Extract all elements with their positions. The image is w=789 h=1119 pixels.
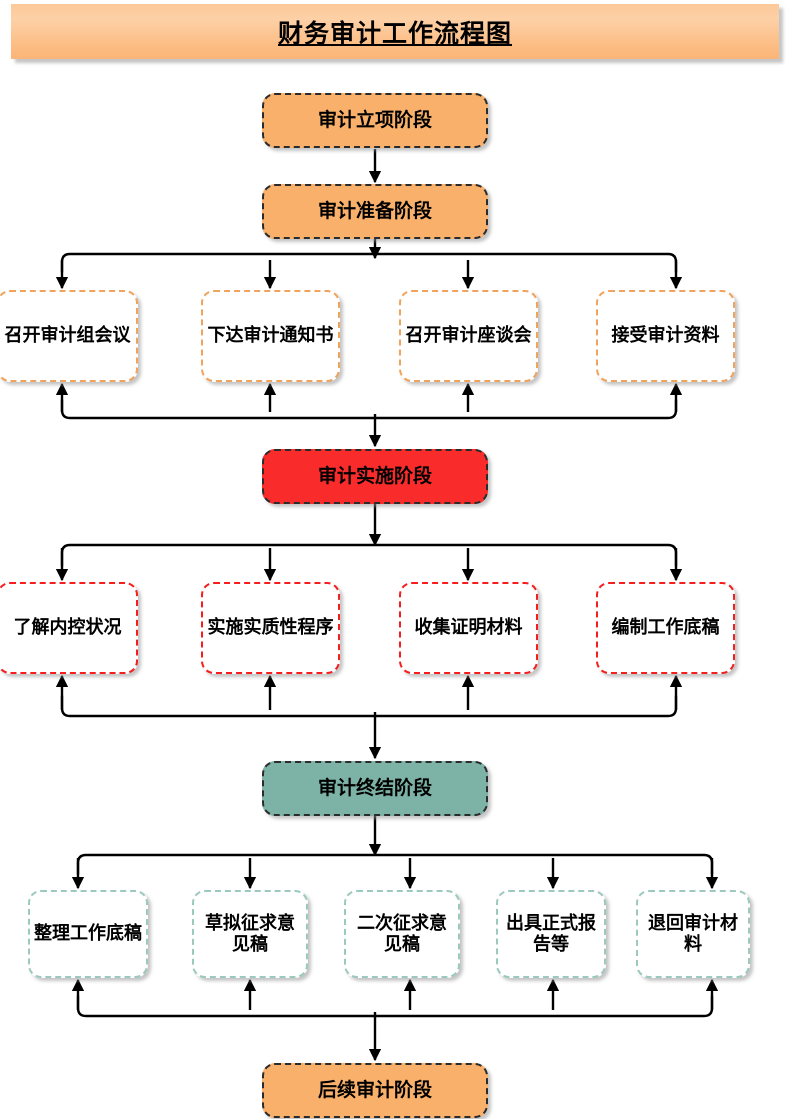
task-label: 整理工作底稿 xyxy=(34,923,142,945)
task-box-prepare-working-papers[interactable]: 编制工作底稿 xyxy=(596,582,735,674)
task-box-perform-substantive-procedures[interactable]: 实施实质性程序 xyxy=(201,582,340,674)
stage-label: 审计立项阶段 xyxy=(317,109,432,132)
page-title: 财务审计工作流程图 xyxy=(277,18,512,48)
task-box-draft-opinion-request[interactable]: 草拟征求意见稿 xyxy=(192,890,308,978)
task-label: 退回审计材料 xyxy=(648,912,738,955)
task-box-organize-working-papers[interactable]: 整理工作底稿 xyxy=(28,890,148,978)
stage-box-audit-conclusion[interactable]: 审计终结阶段 xyxy=(262,761,488,816)
task-box-hold-audit-symposium[interactable]: 召开审计座谈会 xyxy=(399,290,538,382)
stage-box-audit-preparation[interactable]: 审计准备阶段 xyxy=(262,184,488,239)
task-box-receive-audit-materials[interactable]: 接受审计资料 xyxy=(596,290,735,382)
task-label: 二次征求意见稿 xyxy=(357,912,447,955)
stage-label: 审计实施阶段 xyxy=(317,465,432,488)
stage-box-audit-execution[interactable]: 审计实施阶段 xyxy=(262,449,488,504)
stage-box-followup-audit[interactable]: 后续审计阶段 xyxy=(262,1063,488,1118)
stage-label: 审计准备阶段 xyxy=(317,200,432,223)
task-box-issue-formal-report[interactable]: 出具正式报告等 xyxy=(496,890,606,978)
task-label: 接受审计资料 xyxy=(611,325,720,347)
task-box-return-audit-materials[interactable]: 退回审计材料 xyxy=(636,890,750,978)
task-box-collect-evidence[interactable]: 收集证明材料 xyxy=(399,582,538,674)
chart-title-banner: 财务审计工作流程图 xyxy=(11,4,779,59)
task-label: 了解内控状况 xyxy=(13,617,122,639)
task-box-second-opinion-request[interactable]: 二次征求意见稿 xyxy=(344,890,460,978)
task-label: 收集证明材料 xyxy=(414,617,523,639)
stage-label: 审计终结阶段 xyxy=(317,777,432,800)
task-box-issue-audit-notice[interactable]: 下达审计通知书 xyxy=(201,290,340,382)
stage-box-audit-initiation[interactable]: 审计立项阶段 xyxy=(262,93,488,148)
task-label: 草拟征求意见稿 xyxy=(205,912,295,955)
task-box-understand-internal-control[interactable]: 了解内控状况 xyxy=(0,582,138,674)
task-label: 召开审计组会议 xyxy=(4,325,131,347)
task-box-hold-audit-team-meeting[interactable]: 召开审计组会议 xyxy=(0,290,138,382)
task-label: 编制工作底稿 xyxy=(611,617,720,639)
task-label: 实施实质性程序 xyxy=(207,617,334,639)
stage-label: 后续审计阶段 xyxy=(317,1079,432,1102)
task-label: 召开审计座谈会 xyxy=(405,325,532,347)
task-label: 下达审计通知书 xyxy=(207,325,334,347)
task-label: 出具正式报告等 xyxy=(506,912,596,955)
